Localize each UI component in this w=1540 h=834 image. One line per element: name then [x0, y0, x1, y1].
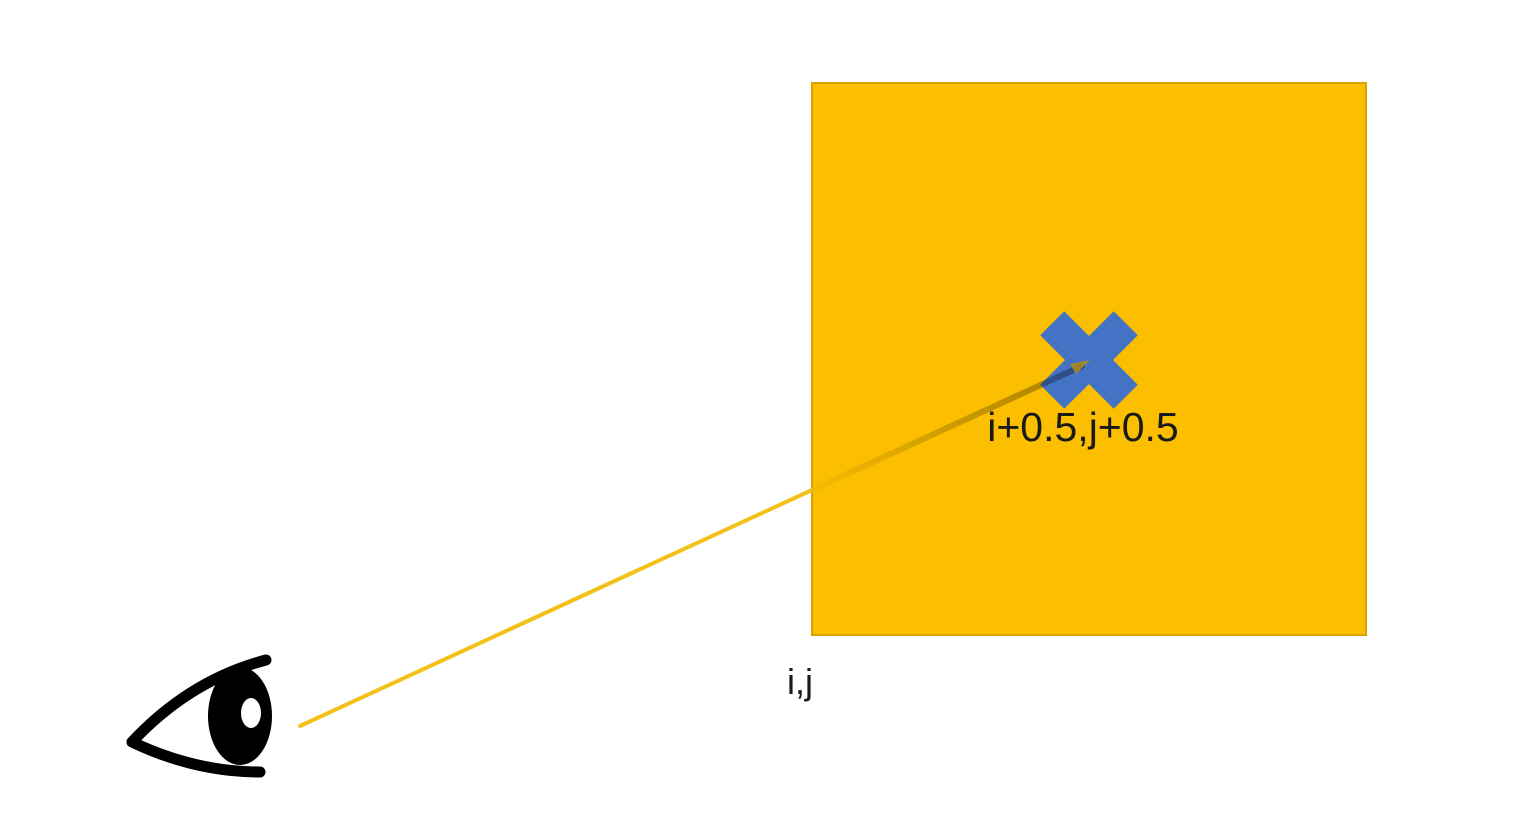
view-ray	[298, 488, 814, 728]
center-label: i+0.5,j+0.5	[987, 404, 1179, 450]
eye-icon	[126, 654, 272, 778]
view-ray-inside	[809, 363, 1085, 493]
cross-icon	[1040, 311, 1138, 409]
corner-label: i,j	[787, 661, 813, 702]
view-ray-arrowhead	[1070, 360, 1090, 374]
